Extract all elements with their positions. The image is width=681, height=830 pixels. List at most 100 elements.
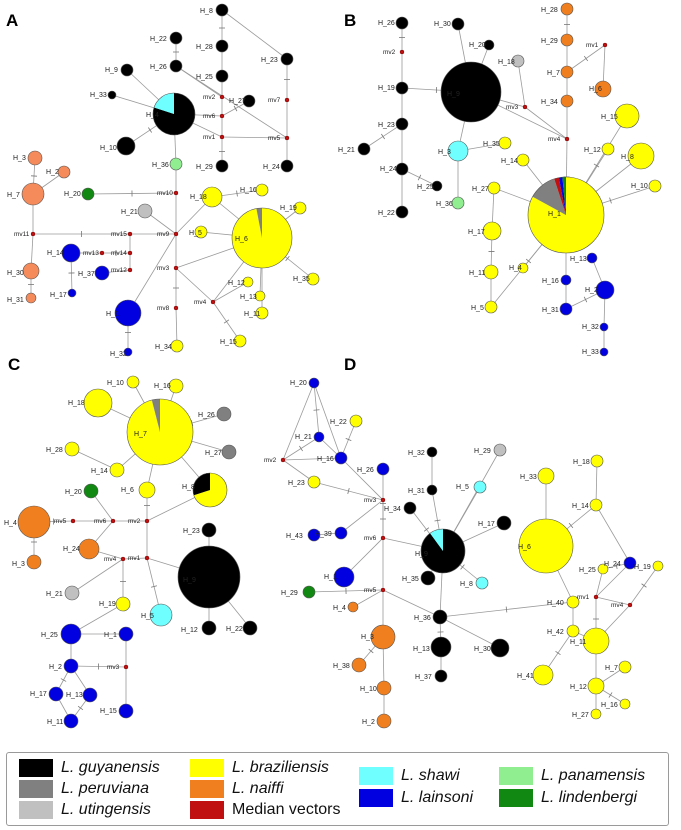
pie-slice (554, 177, 566, 215)
legend-swatch (190, 801, 224, 819)
haplotype-label: H_19 (280, 205, 297, 212)
mutation-tick (150, 585, 158, 588)
legend-label: Median vectors (232, 801, 341, 818)
haplotype-label: H_36 (436, 201, 453, 208)
network-edge (595, 460, 598, 506)
mutation-tick (423, 527, 430, 532)
haplotype-label: H_41 (517, 673, 534, 680)
haplotype-label: H_24 (63, 546, 80, 553)
legend-item: Median vectors (190, 801, 341, 819)
mutation-tick (347, 487, 350, 495)
haplotype-node (48, 686, 64, 702)
median-vector-dot (602, 42, 608, 48)
haplotype-node (63, 713, 79, 729)
haplotype-label: H_6 (518, 544, 531, 551)
haplotype-node (81, 187, 95, 201)
median-vector-dot (380, 535, 386, 541)
haplotype-node (483, 39, 495, 51)
median-vector-label: mv6 (94, 518, 107, 525)
haplotype-node (484, 300, 498, 314)
haplotype-node (451, 196, 465, 210)
median-vector-label: mv3 (157, 265, 170, 272)
network-edge (282, 459, 315, 483)
haplotype-node (313, 431, 325, 443)
haplotype-label: H_38 (333, 663, 350, 670)
haplotype-label: H_6 (589, 86, 602, 93)
haplotype-label: H_33 (90, 92, 107, 99)
haplotype-node (594, 80, 612, 98)
haplotype-node (589, 498, 603, 512)
haplotype-label: H_14 (501, 158, 518, 165)
haplotype-label: H_8 (182, 484, 195, 491)
mutation-tick (417, 174, 422, 181)
network-edge (524, 106, 568, 140)
legend-label: L. braziliensis (232, 759, 329, 776)
haplotype-label: H_3 (12, 561, 25, 568)
haplotype-node (21, 182, 45, 206)
haplotype-label: H_7 (605, 665, 618, 672)
legend-swatch (190, 759, 224, 777)
median-vector-label: mv5 (364, 587, 377, 594)
haplotype-node (114, 299, 142, 327)
haplotype-label: H_12 (570, 684, 587, 691)
haplotype-label: H_2 (46, 169, 59, 176)
haplotype-node (255, 183, 269, 197)
haplotype-label: H_18 (190, 194, 207, 201)
haplotype-node (582, 627, 610, 655)
haplotype-node (107, 90, 117, 100)
haplotype-label: H_3 (13, 155, 26, 162)
haplotype-label: H_3 (438, 149, 451, 156)
haplotype-node (26, 554, 42, 570)
haplotype-node (120, 63, 134, 77)
haplotype-node (216, 406, 232, 422)
haplotype-label: H_6 (235, 236, 248, 243)
haplotype-label: H_37 (78, 271, 95, 278)
haplotype-node (420, 528, 466, 574)
haplotype-node (432, 609, 448, 625)
median-vector-label: mv2 (383, 49, 396, 56)
haplotype-label: H_21 (121, 209, 138, 216)
legend-label: L. lindenbergi (541, 789, 638, 806)
haplotype-label: H_33 (582, 349, 599, 356)
haplotype-node (518, 518, 574, 574)
haplotype-node (597, 563, 609, 575)
haplotype-label: H_35 (483, 141, 500, 148)
network-edge (71, 448, 118, 471)
haplotype-node (302, 585, 316, 599)
haplotype-node (126, 375, 140, 389)
haplotype-label: H_6 (121, 487, 134, 494)
haplotype-node (83, 388, 113, 418)
haplotype-node (194, 225, 208, 239)
haplotype-label: H_9 (415, 551, 428, 558)
haplotype-node (559, 302, 573, 316)
haplotype-node (586, 252, 598, 264)
mutation-tick (77, 705, 84, 711)
haplotype-label: H_17 (468, 229, 485, 236)
median-vector-label: mv4 (104, 556, 117, 563)
haplotype-label: H_37 (415, 674, 432, 681)
median-vector-label: mv5 (54, 518, 67, 525)
haplotype-label: H_14 (91, 468, 108, 475)
haplotype-label: H_30 (474, 646, 491, 653)
mutation-tick (583, 296, 588, 303)
haplotype-label: H_16 (317, 456, 334, 463)
median-vector-dot (399, 49, 405, 55)
haplotype-label: H_7 (7, 192, 20, 199)
pie-slice (153, 93, 196, 136)
haplotype-node (652, 560, 664, 572)
haplotype-node (82, 687, 98, 703)
mutation-tick (460, 564, 465, 570)
haplotype-label: H_24 (380, 166, 397, 173)
mutation-tick (148, 127, 152, 133)
haplotype-node (349, 414, 363, 428)
median-vector-dot (284, 97, 290, 103)
legend-item: L. panamensis (499, 767, 645, 785)
haplotype-label: H_9 (105, 67, 118, 74)
mutation-tick (223, 319, 230, 324)
network-edge (282, 382, 315, 461)
haplotype-node (599, 347, 609, 357)
haplotype-node (517, 262, 529, 274)
median-vector-dot (380, 587, 386, 593)
haplotype-label: H_25 (196, 74, 213, 81)
mutation-tick (555, 650, 561, 656)
